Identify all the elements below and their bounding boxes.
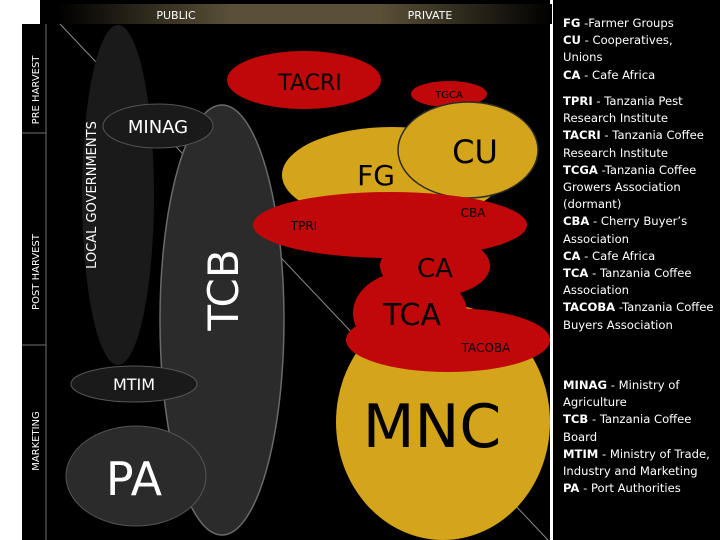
legend-entry: TACOBA -Tanzania Coffee Buyers Associati… [563, 299, 715, 333]
legend-entry: MINAG - Ministry of Agriculture [563, 377, 715, 411]
legend-description: - Tanzania Coffee Research Institute [563, 128, 704, 160]
legend-entry: FG -Farmer Groups [563, 15, 715, 32]
mnc-label: MNC [363, 392, 502, 462]
tpri-label: TPRI [290, 219, 317, 233]
legend-entry: CBA - Cherry Buyer’s Association [563, 213, 715, 247]
legend-entry: TCA - Tanzania Coffee Association [563, 265, 715, 299]
local-governments-label: LOCAL GOVERNMENTS [85, 121, 100, 269]
marketing-label: MARKETING [31, 411, 42, 471]
legend-abbreviation: TCA [563, 266, 589, 281]
legend-abbreviation: MTIM [563, 446, 599, 461]
legend-description: - Tanzania Coffee Board [563, 412, 692, 444]
stage-strip [22, 24, 46, 540]
fg-label: FG [357, 159, 395, 192]
header-bar [58, 4, 552, 24]
legend-abbreviation: TCGA [563, 162, 598, 177]
pre-harvest-label: PRE HARVEST [31, 55, 42, 125]
legend-entry: TCGA -Tanzania Coffee Growers Associatio… [563, 162, 715, 214]
legend-abbreviation: PA [563, 481, 580, 496]
legend-entry: CA - Cafe Africa [563, 248, 715, 265]
legend-entry: TCB - Tanzania Coffee Board [563, 411, 715, 445]
tacri-ellipse [227, 51, 381, 109]
post-harvest-label: POST HARVEST [31, 233, 42, 310]
legend-entry: CA - Cafe Africa [563, 67, 715, 84]
minag-label: MINAG [128, 117, 188, 138]
legend-entry: MTIM - Ministry of Trade, Industry and M… [563, 446, 715, 480]
tca-label: TCA [382, 298, 442, 333]
legend-description: - Cafe Africa [580, 248, 656, 263]
legend-description: -Tanzania Coffee Growers Association (do… [563, 162, 697, 212]
legend-description: -Farmer Groups [580, 16, 674, 30]
legend-description: - Ministry of Trade, Industry and Market… [563, 446, 710, 479]
legend-abbreviation: TCB [563, 412, 589, 427]
legend-background [553, 0, 720, 540]
legend-abbreviation: CU [563, 33, 581, 48]
tacri-label: TACRI [277, 71, 342, 96]
private-label: PRIVATE [408, 9, 453, 22]
tcb-ellipse [159, 104, 285, 536]
legend-abbreviation: CA [563, 67, 581, 82]
legend-abbreviation: TACOBA [563, 300, 616, 315]
pa-label: PA [106, 452, 163, 506]
legend-description: - Cooperatives, Unions [563, 33, 673, 65]
legend-entry: CU - Cooperatives, Unions [563, 32, 715, 66]
tgca-label: TGCA [434, 90, 463, 101]
pa-ellipse [65, 425, 207, 527]
mtim-ellipse [70, 365, 198, 403]
legend-description: - Port Authorities [579, 481, 681, 496]
ca-ellipse [380, 236, 490, 296]
legend-abbreviation: CA [563, 248, 581, 263]
legend-description: - Cafe Africa [580, 67, 656, 82]
legend-description: - Tanzania Pest Research Institute [563, 94, 683, 126]
legend-description: - Ministry of Agriculture [563, 378, 680, 410]
legend-abbreviation: MINAG [563, 378, 608, 392]
legend-description: -Tanzania Coffee Buyers Association [563, 300, 714, 332]
cu-label: CU [452, 133, 498, 171]
legend-description: - Cherry Buyer’s Association [563, 214, 688, 246]
tgca-ellipse [411, 81, 487, 107]
legend-abbreviation: CBA [563, 214, 590, 229]
mtim-label: MTIM [113, 375, 155, 394]
ca-label: CA [417, 254, 453, 284]
legend-abbreviation: TACRI [563, 128, 601, 143]
legend-entry: PA - Port Authorities [563, 480, 715, 497]
cba-label: CBA [461, 206, 487, 220]
legend-description: - Tanzania Coffee Association [563, 266, 692, 298]
legend-entry: TPRI - Tanzania Pest Research Institute [563, 93, 715, 127]
tacoba-label: TACOBA [461, 341, 511, 355]
tcb-label: TCB [199, 249, 248, 331]
legend-abbreviation: FG [563, 16, 581, 30]
legend-entry: TACRI - Tanzania Coffee Research Institu… [563, 127, 715, 161]
minag-ellipse [102, 103, 214, 149]
public-label: PUBLIC [156, 9, 196, 22]
legend-abbreviation: TPRI [563, 94, 593, 108]
